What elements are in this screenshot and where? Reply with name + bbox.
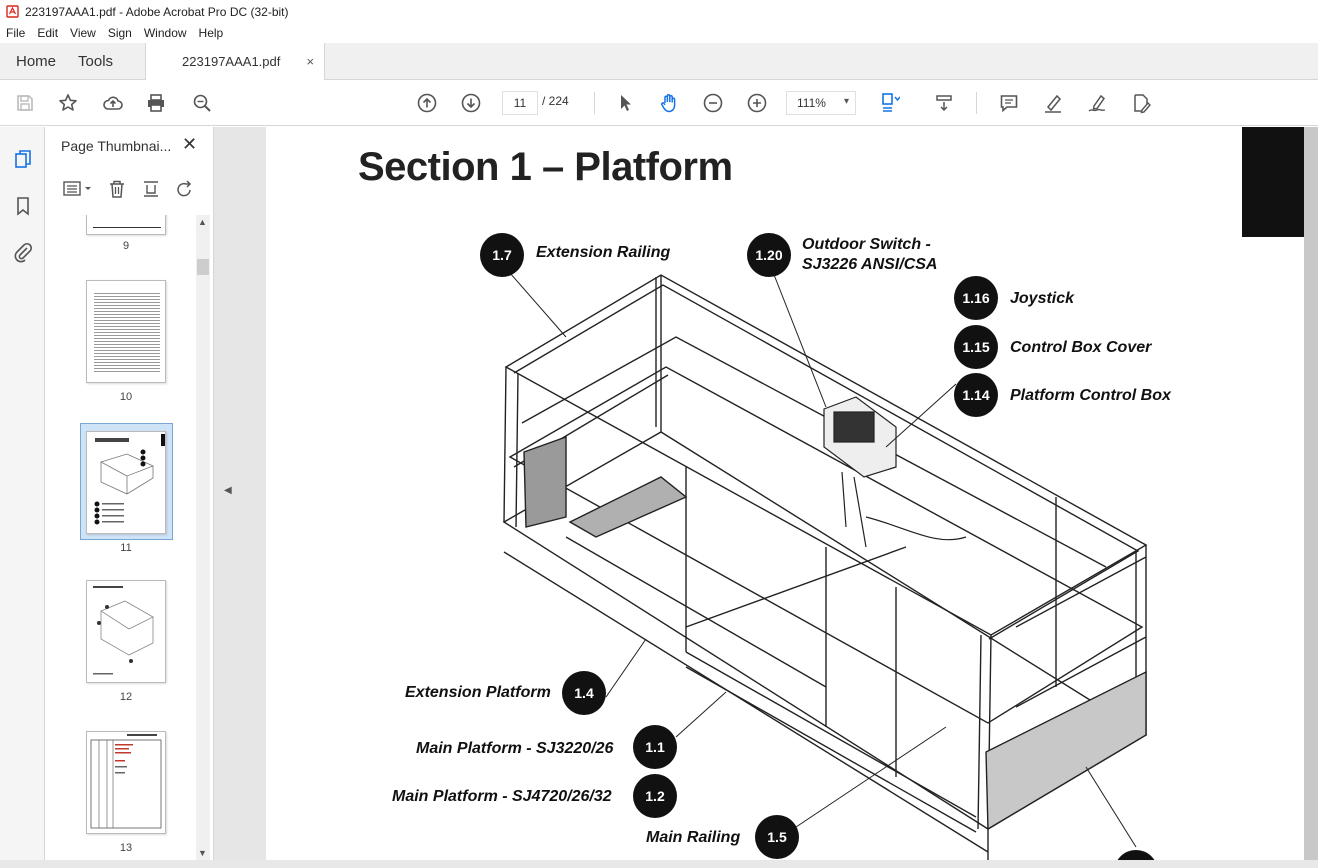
page-number-input[interactable]: 11	[502, 91, 538, 115]
callout-badge: 1.20	[747, 233, 791, 277]
thumbnail-scrollbar[interactable]: ▲ ▼	[196, 215, 210, 860]
scroll-down-icon[interactable]: ▼	[198, 848, 207, 858]
hand-tool-icon[interactable]	[656, 90, 682, 116]
callout-label: Platform Control Box	[1010, 387, 1171, 404]
callout-label: Main Platform - SJ3220/26	[416, 740, 614, 757]
page-thumbnail[interactable]	[86, 731, 166, 834]
bookmark-icon[interactable]	[11, 194, 35, 218]
menu-help[interactable]: Help	[198, 26, 224, 40]
menu-edit[interactable]: Edit	[37, 26, 59, 40]
callout-label: Extension Railing	[536, 244, 671, 261]
callout-badge: 1.5	[755, 815, 799, 859]
title-bar: 223197AAA1.pdf - Adobe Acrobat Pro DC (3…	[0, 0, 1318, 23]
status-bar	[0, 860, 1318, 868]
zoom-level-dropdown[interactable]: 111% ▾	[786, 91, 856, 115]
select-cursor-icon[interactable]	[612, 90, 638, 116]
zoom-out-icon[interactable]	[700, 90, 726, 116]
fit-page-icon[interactable]	[876, 90, 902, 116]
page-thumbnails-icon[interactable]	[11, 147, 35, 171]
zoom-level-value: 111%	[797, 96, 826, 110]
options-menu-icon[interactable]	[60, 176, 96, 202]
window-title: 223197AAA1.pdf - Adobe Acrobat Pro DC (3…	[25, 4, 289, 19]
callout-badge: 1.1	[633, 725, 677, 769]
page-thumbnails-panel: Page Thumbnai... ✕ 9 10	[46, 127, 214, 860]
callout-label-line2: SJ3226 ANSI/CSA	[802, 256, 938, 273]
menu-bar: File Edit View Sign Window Help	[0, 23, 1318, 43]
panel-collapse-strip[interactable]: ◀	[214, 127, 266, 860]
thumbnail-list: 9 10 11 12	[46, 215, 196, 860]
print-icon[interactable]	[143, 90, 169, 116]
highlight-pen-icon[interactable]	[1040, 90, 1066, 116]
callout-badge: 1.7	[480, 233, 524, 277]
page-thumbnail-selected[interactable]	[86, 431, 166, 534]
scroll-up-icon[interactable]: ▲	[198, 217, 207, 227]
zoom-search-icon[interactable]	[189, 90, 215, 116]
document-tab-label: 223197AAA1.pdf	[182, 54, 281, 69]
menu-sign[interactable]: Sign	[107, 26, 132, 40]
tab-home[interactable]: Home	[16, 52, 57, 70]
callout-label: Control Box Cover	[1010, 339, 1152, 356]
callout-label: Extension Platform	[405, 684, 551, 701]
platform-diagram	[502, 264, 1155, 860]
toolbar-divider	[594, 92, 595, 114]
page-count: / 224	[542, 94, 569, 108]
delete-page-icon[interactable]	[104, 176, 130, 202]
scrollbar-thumb[interactable]	[197, 259, 209, 275]
chevron-down-icon: ▾	[843, 96, 849, 107]
thumbnail-page-number: 12	[119, 691, 133, 703]
pdf-page: Section 1 – Platform	[266, 127, 1304, 860]
comment-icon[interactable]	[996, 90, 1022, 116]
zoom-in-icon[interactable]	[744, 90, 770, 116]
thumbnail-page-number: 11	[120, 542, 132, 554]
collapse-panel-icon[interactable]: ◀	[224, 485, 232, 496]
callout-label: Main Railing	[646, 829, 741, 846]
toolbar: 11 / 224 111% ▾	[0, 80, 1318, 126]
callout-label: Main Platform - SJ4720/26/32	[392, 788, 612, 805]
close-panel-icon[interactable]: ✕	[182, 134, 198, 154]
toolbar-divider	[976, 92, 977, 114]
scroll-mode-icon[interactable]	[931, 90, 957, 116]
thumbnail-page-number: 10	[119, 391, 133, 403]
acrobat-icon	[6, 5, 19, 18]
page-thumbnail[interactable]	[86, 215, 166, 235]
save-icon[interactable]	[12, 90, 38, 116]
insert-page-icon[interactable]	[138, 176, 164, 202]
next-page-icon[interactable]	[458, 90, 484, 116]
page-thumbnail[interactable]	[86, 280, 166, 383]
callout-badge: 1.14	[954, 373, 998, 417]
rotate-page-icon[interactable]	[172, 176, 198, 202]
edit-pdf-icon[interactable]	[1128, 90, 1154, 116]
menu-view[interactable]: View	[70, 26, 96, 40]
callout-badge: 1.2	[633, 774, 677, 818]
callout-badge: 1.16	[954, 276, 998, 320]
panel-tools	[60, 175, 206, 203]
page-heading: Section 1 – Platform	[358, 145, 733, 189]
callout-badge: 1.4	[562, 671, 606, 715]
page-thumbnail[interactable]	[86, 580, 166, 683]
star-icon[interactable]	[55, 90, 81, 116]
tab-tools[interactable]: Tools	[78, 52, 114, 70]
thumbnail-page-number: 13	[119, 842, 133, 854]
callout-badge: 1.15	[954, 325, 998, 369]
document-view[interactable]: Section 1 – Platform	[266, 127, 1318, 860]
left-navigation-rail	[0, 127, 45, 860]
section-tab-marker	[1242, 127, 1304, 237]
callout-label: Joystick	[1010, 290, 1075, 307]
menu-window[interactable]: Window	[143, 26, 187, 40]
draw-sign-icon[interactable]	[1084, 90, 1110, 116]
thumbnail-page-number: 9	[122, 240, 130, 252]
close-tab-icon[interactable]: ×	[306, 54, 315, 69]
callout-label: Outdoor Switch -	[802, 236, 931, 253]
previous-page-icon[interactable]	[414, 90, 440, 116]
tab-bar: Home Tools 223197AAA1.pdf ×	[0, 43, 1318, 80]
menu-file[interactable]: File	[6, 26, 26, 40]
attachment-icon[interactable]	[11, 240, 35, 264]
tab-document[interactable]: 223197AAA1.pdf ×	[145, 43, 326, 80]
cloud-upload-icon[interactable]	[100, 90, 126, 116]
panel-title: Page Thumbnai...	[61, 138, 172, 154]
